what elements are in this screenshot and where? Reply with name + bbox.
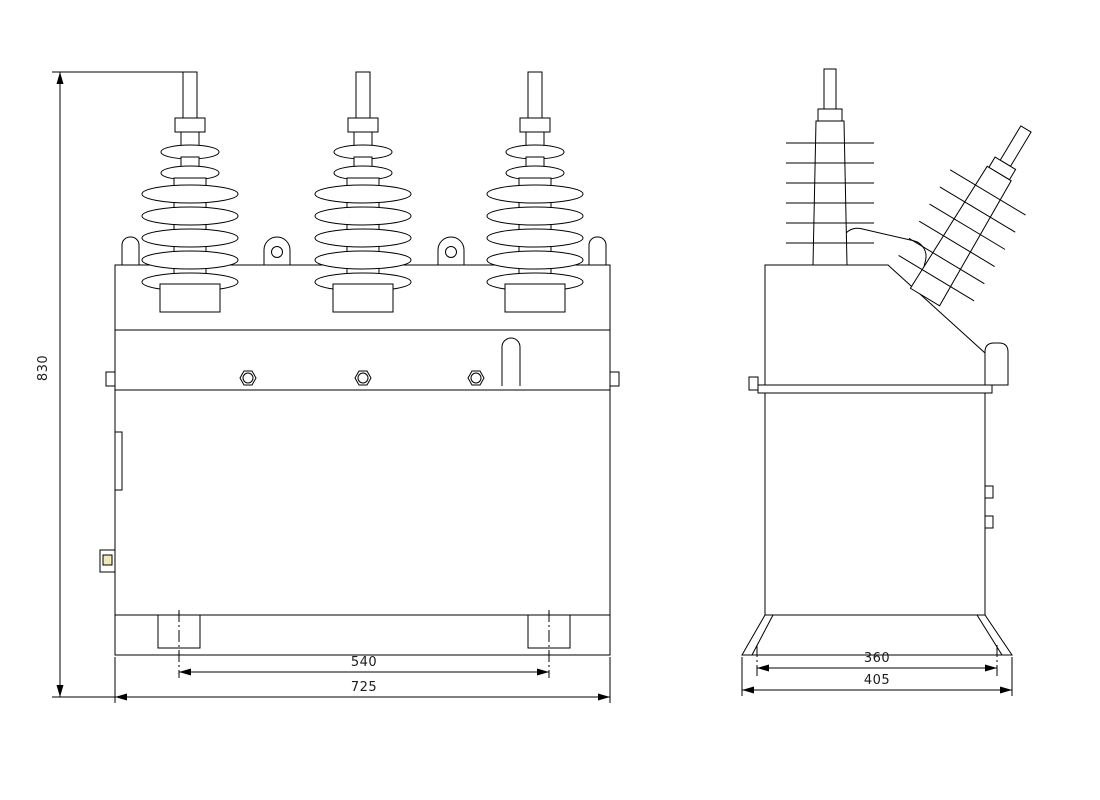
mounting-ear-left bbox=[263, 236, 291, 266]
side-flange-tab-left bbox=[748, 376, 759, 391]
front-tank-outline bbox=[114, 264, 611, 616]
dim-side-overall-width: 405 bbox=[741, 657, 1013, 696]
side-base-rim-left bbox=[751, 614, 774, 656]
dim-label-830: 830 bbox=[36, 355, 51, 381]
mounting-ear-right bbox=[437, 236, 465, 266]
side-tank-body bbox=[764, 392, 986, 616]
right-wall-tab-lower bbox=[984, 515, 994, 529]
side-bushing-vertical bbox=[785, 68, 875, 266]
dim-label-540: 540 bbox=[351, 655, 377, 670]
side-view bbox=[741, 68, 1065, 676]
front-bushing-1 bbox=[141, 71, 239, 313]
front-bushing-2 bbox=[314, 71, 412, 313]
side-bushing-angled bbox=[886, 105, 1065, 321]
side-seam-plate bbox=[114, 431, 123, 491]
dim-front-feet-spacing: 540 bbox=[179, 655, 549, 676]
flange-tab-left bbox=[105, 371, 116, 387]
dim-front-overall-width: 725 bbox=[114, 657, 611, 703]
side-base-rim-right bbox=[976, 614, 1003, 656]
front-base bbox=[114, 614, 611, 656]
keyhole-slot bbox=[501, 337, 521, 386]
side-base bbox=[741, 614, 1013, 656]
slant-bracket bbox=[984, 342, 1009, 386]
dim-overall-height: 830 bbox=[36, 71, 183, 698]
dim-label-725: 725 bbox=[351, 680, 377, 695]
hex-bolt-2 bbox=[354, 370, 372, 386]
left-terminal-label bbox=[102, 554, 113, 566]
dimensions: 830 540 725 360 bbox=[36, 71, 1013, 703]
right-wall-tab-upper bbox=[984, 485, 994, 499]
dim-label-405: 405 bbox=[864, 673, 890, 688]
hex-bolt-1 bbox=[239, 370, 257, 386]
hex-bolt-3 bbox=[467, 370, 485, 386]
side-flange bbox=[757, 384, 993, 394]
dim-side-feet-spacing: 360 bbox=[757, 651, 997, 672]
flange-tab-right bbox=[609, 371, 620, 387]
front-view bbox=[99, 71, 620, 678]
front-bushing-3 bbox=[486, 71, 584, 313]
dim-label-360: 360 bbox=[864, 651, 890, 666]
